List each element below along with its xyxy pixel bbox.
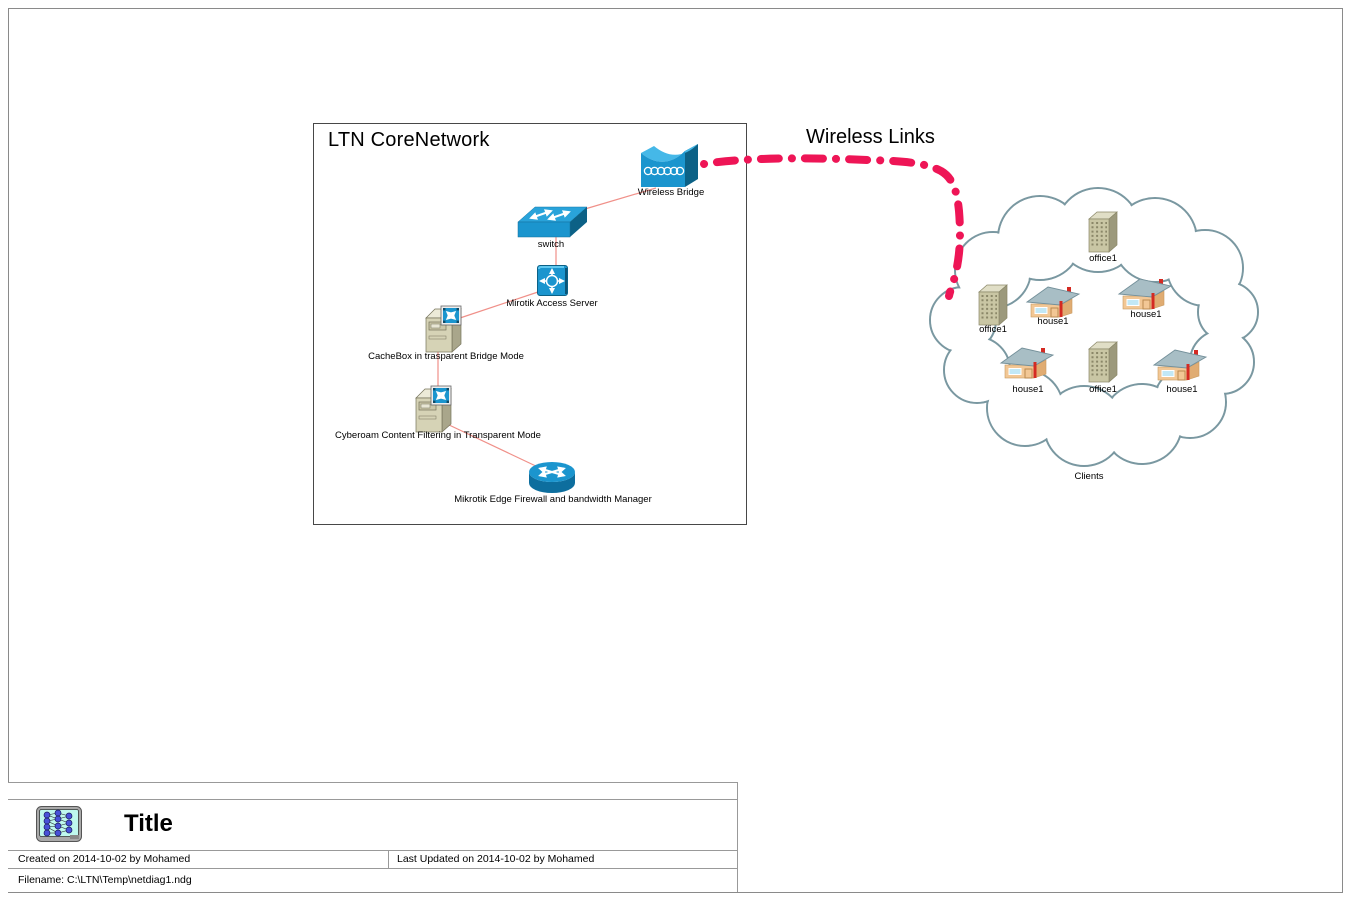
link-bridge-switch[interactable] xyxy=(584,187,657,210)
client-office-label[interactable]: office1 xyxy=(1089,253,1117,264)
wireless-links-label[interactable]: Wireless Links xyxy=(806,126,935,148)
client-house-label[interactable]: house1 xyxy=(1130,309,1162,320)
client-office-label[interactable]: office1 xyxy=(1089,384,1117,395)
wireless-link-dashed-line[interactable] xyxy=(700,154,964,300)
title-block-top-strip xyxy=(8,783,737,800)
access-server-icon[interactable] xyxy=(537,265,568,296)
title-block-title-row: Title xyxy=(8,800,737,851)
title-block: Title Created on 2014-10-02 by Mohamed L… xyxy=(8,782,738,892)
core-network-box[interactable]: LTN CoreNetwork xyxy=(313,123,747,525)
cyberoam-server-icon[interactable] xyxy=(416,386,451,432)
cachebox-label[interactable]: CacheBox in trasparent Bridge Mode xyxy=(368,351,524,362)
switch-label[interactable]: switch xyxy=(537,239,565,250)
cyberoam-label[interactable]: Cyberoam Content Filtering in Transparen… xyxy=(335,430,541,441)
wireless-bridge-icon[interactable] xyxy=(641,144,698,187)
link-accessserver-cachebox[interactable] xyxy=(459,291,539,319)
office-building-icon[interactable] xyxy=(1088,341,1118,383)
network-notepad-logo-icon xyxy=(36,806,82,842)
office-building-icon[interactable] xyxy=(1088,211,1118,253)
title-block-filename: Filename: C:\LTN\Temp\netdiag1.ndg xyxy=(18,874,192,886)
office-building-icon[interactable] xyxy=(978,284,1008,326)
clients-cloud-label[interactable]: Clients xyxy=(1074,471,1104,482)
cachebox-server-icon[interactable] xyxy=(426,306,461,352)
access-server-label[interactable]: Mirotik Access Server xyxy=(506,298,598,309)
title-block-created: Created on 2014-10-02 by Mohamed xyxy=(8,851,389,868)
connection-lines[interactable] xyxy=(437,187,657,469)
house-icon[interactable] xyxy=(1118,278,1172,310)
clients-cloud[interactable] xyxy=(929,187,1259,467)
title-block-title: Title xyxy=(124,810,173,837)
house-icon[interactable] xyxy=(1000,347,1054,379)
client-house-label[interactable]: house1 xyxy=(1166,384,1198,395)
page-border xyxy=(8,8,1343,893)
client-office-label[interactable]: office1 xyxy=(979,324,1007,335)
client-house-label[interactable]: house1 xyxy=(1012,384,1044,395)
wireless-bridge-label[interactable]: Wireless Bridge xyxy=(637,187,705,198)
house-icon[interactable] xyxy=(1026,286,1080,318)
client-house-label[interactable]: house1 xyxy=(1037,316,1069,327)
edge-firewall-router-icon[interactable] xyxy=(529,462,575,493)
title-block-meta-row: Created on 2014-10-02 by Mohamed Last Up… xyxy=(8,851,737,869)
switch-icon[interactable] xyxy=(517,206,588,238)
link-cyberoam-firewall[interactable] xyxy=(446,423,541,469)
core-network-box-title: LTN CoreNetwork xyxy=(328,129,490,151)
edge-firewall-label[interactable]: Mikrotik Edge Firewall and bandwidth Man… xyxy=(454,494,652,505)
title-block-last-updated: Last Updated on 2014-10-02 by Mohamed xyxy=(397,853,595,865)
